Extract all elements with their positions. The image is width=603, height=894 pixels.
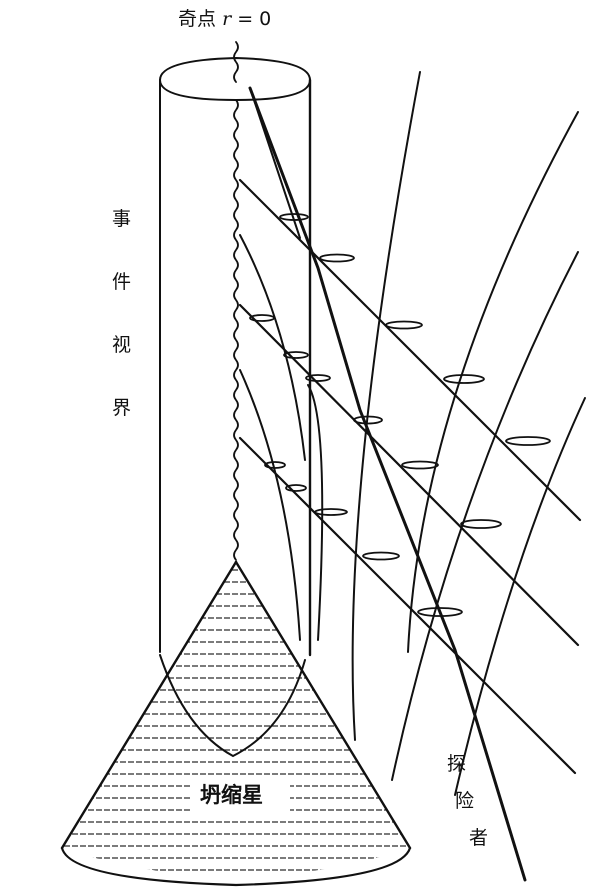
event-horizon-char: 件 <box>112 271 132 293</box>
outgoing-light-rays <box>307 71 586 796</box>
ingoing-light-rays <box>238 178 582 775</box>
singularity-text: 奇点 <box>178 8 217 30</box>
event-horizon-char: 事 <box>112 208 132 230</box>
event-horizon-char: 界 <box>112 397 132 419</box>
event-horizon-cylinder <box>159 56 312 657</box>
event-horizon-char: 视 <box>112 334 132 356</box>
radius-symbol: r <box>222 8 232 30</box>
observer-char: 者 <box>469 827 489 849</box>
event-horizon-label: 事 件 视 界 <box>112 210 131 418</box>
observer-char: 探 <box>447 753 467 775</box>
interior-rays <box>239 87 306 641</box>
collapsing-star-label: 坍缩星 <box>200 783 263 807</box>
observer-label: 探 险 者 <box>447 755 488 848</box>
observer-worldline <box>248 86 527 882</box>
singularity-equals: = 0 <box>237 8 272 30</box>
light-cones <box>249 213 551 617</box>
singularity-line <box>233 41 239 561</box>
collapsing-star <box>60 560 412 887</box>
observer-char: 险 <box>455 790 475 812</box>
singularity-label: 奇点 r = 0 <box>178 10 271 29</box>
